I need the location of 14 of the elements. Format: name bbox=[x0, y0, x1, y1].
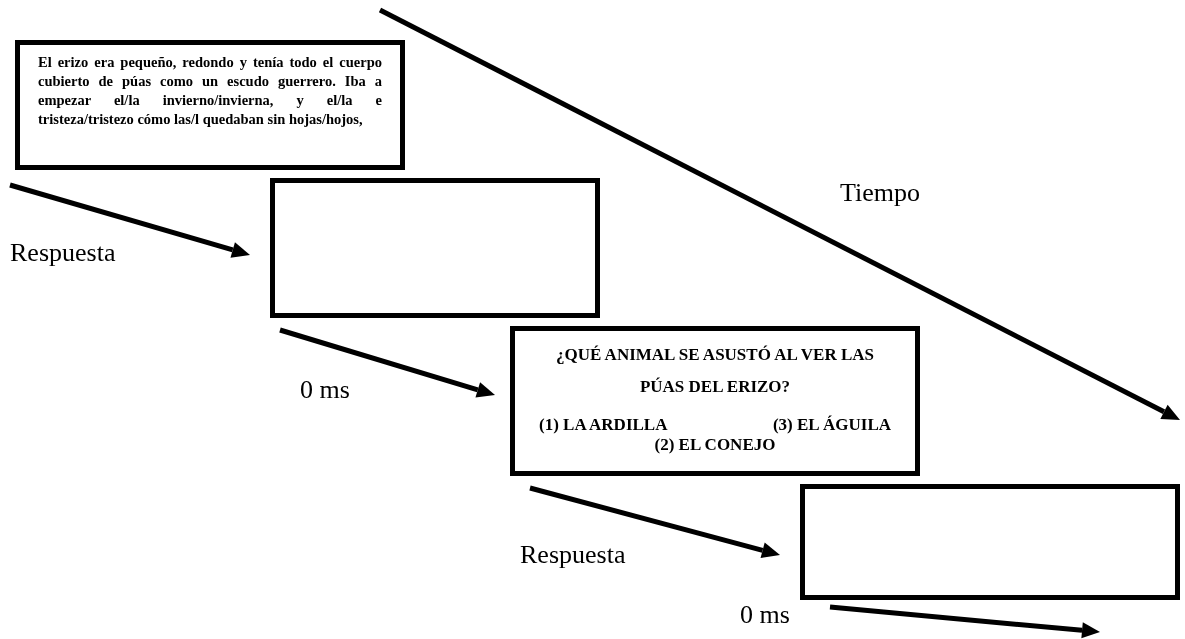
interval-label: 0 ms bbox=[300, 375, 350, 405]
story-text-screen bbox=[15, 40, 405, 170]
blank-screen-box bbox=[270, 178, 600, 318]
interval-label: Respuesta bbox=[520, 540, 626, 570]
question-screen bbox=[510, 326, 920, 476]
blank-screen-box bbox=[800, 484, 1180, 600]
interval-label: 0 ms bbox=[740, 600, 790, 630]
story-paragraph: El erizo era pequeño, redondo y tenía todo el cuerpo cubierto de púas como un escudo guerrero. Iba a empezar el/la invierno/invierna, y el/la e tristeza/tristezo cómo las/l quedaban sin hojas/hojos, bbox=[38, 53, 382, 129]
answer-option: (3) EL ÁGUILA bbox=[772, 415, 891, 435]
answer-option: (2) EL CONEJO bbox=[654, 435, 776, 455]
interval-label: Respuesta bbox=[10, 238, 116, 268]
question-text: ¿QUÉ ANIMAL SE ASUSTÓ AL VER LAS PÚAS DEL ERIZO? bbox=[554, 344, 876, 398]
time-axis-label: Tiempo bbox=[840, 178, 920, 208]
answer-option: (1) LA ARDILLA bbox=[539, 415, 668, 435]
